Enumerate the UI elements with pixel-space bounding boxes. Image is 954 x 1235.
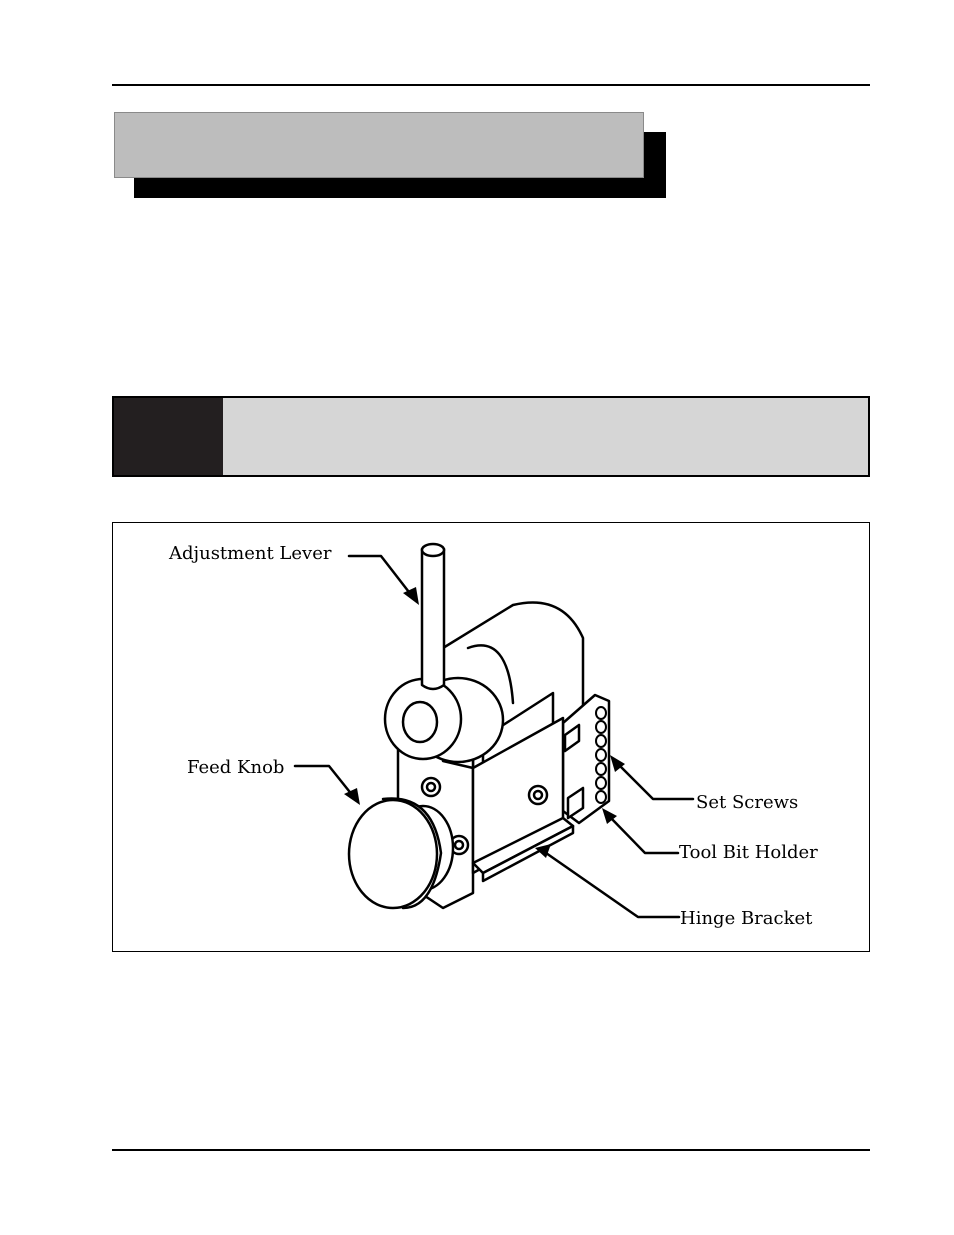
- label-feed-knob: Feed Knob: [187, 757, 284, 778]
- leader-tool-bit-holder: [606, 813, 680, 855]
- leader-feed-knob: [293, 764, 355, 798]
- label-set-screws: Set Screws: [696, 792, 798, 813]
- adjustment-lever-rod: [420, 547, 446, 691]
- section-banner: [112, 396, 870, 477]
- top-rule: [112, 84, 870, 86]
- leader-hinge-bracket: [544, 851, 681, 919]
- label-tool-bit-holder: Tool Bit Holder: [679, 842, 818, 863]
- label-adjustment-lever: Adjustment Lever: [168, 543, 332, 564]
- label-hinge-bracket: Hinge Bracket: [680, 908, 813, 929]
- cap-screws: [420, 776, 549, 856]
- feed-knob: [347, 798, 439, 910]
- banner-dark-block: [114, 398, 223, 475]
- figure-frame: Adjustment Lever Feed Knob Set Screws To…: [112, 522, 870, 952]
- leader-adjustment-lever: [347, 554, 414, 598]
- bottom-rule: [112, 1149, 870, 1151]
- set-screws: [595, 706, 607, 804]
- tool-assembly-illustration: Adjustment Lever Feed Knob Set Screws To…: [168, 542, 818, 929]
- section-title-box: [114, 112, 644, 178]
- leader-set-screws: [614, 760, 695, 801]
